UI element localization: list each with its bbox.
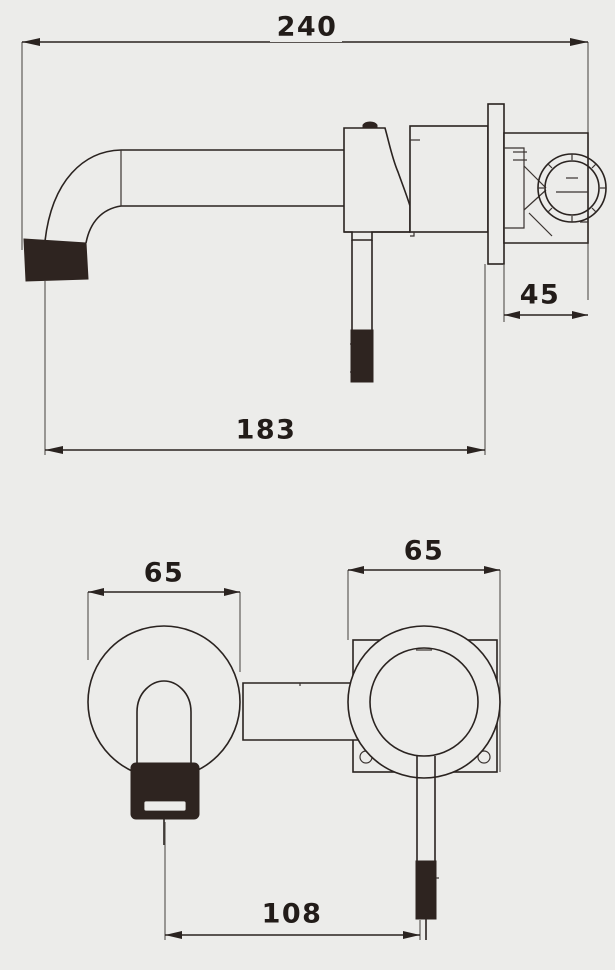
dimension-spout-escutcheon: 65 [87,558,241,672]
arrow-right [484,566,500,574]
dimension-overall-length: 240 [21,12,589,300]
arrow-left [22,38,40,46]
handle-hub-skirt [344,231,410,241]
spout-tube [44,149,344,244]
cartridge-nut-inner [544,160,600,216]
rough-in-diagonal-lower [523,189,547,211]
handle-grip [350,329,374,383]
handle-lever [350,240,374,383]
dimension-value-65-left: 65 [144,558,185,589]
flange-plate-body [487,103,505,265]
dimension-value-108: 108 [262,899,323,930]
spout-front-tube-body [136,680,192,776]
dim-text-bg [134,558,194,588]
handle-hub-cap [362,121,378,129]
arrow-right [570,38,588,46]
dimension-value-183: 183 [236,415,297,446]
dim-text-bg [252,899,332,929]
handle-front-stem [415,756,439,940]
rough-in-boss [580,221,589,243]
dimension-wall-to-aerator: 183 [44,264,486,455]
view-side-elevation: 240 [21,12,607,455]
cartridge-nut-knurling [538,154,606,222]
valve-escutcheon-inner [369,647,479,757]
valve-escutcheon [347,625,501,779]
arrow-left [348,566,364,574]
arrow-left [504,311,520,319]
rough-in-shoulder [504,147,525,229]
aerator-body [23,238,89,282]
escutcheon-plate [487,103,505,265]
spout-outer-bend [44,149,122,242]
spout-front-tube [136,680,192,776]
dim-text-bg [228,415,304,445]
aerator [23,238,89,282]
dimension-value-65-right: 65 [404,536,445,567]
arrow-left [45,446,63,454]
rough-in-body [503,132,607,244]
dimension-valve-escutcheon: 65 [347,536,501,772]
dimension-centre-to-centre: 108 [164,822,421,940]
aerator-slot [143,800,187,812]
rough-in-diagonal-bottom [528,212,553,237]
view-front-elevation: 65 65 [87,536,501,940]
arrow-left [88,588,104,596]
mounting-hole-right [477,750,491,764]
dimension-value-240: 240 [277,12,338,43]
arrow-left [165,931,182,939]
arrow-right [467,446,485,454]
arrow-right [572,311,588,319]
arrow-right [224,588,240,596]
dim-text-bg [394,536,454,566]
rough-in-diagonal-upper [523,165,547,189]
valve-barrel-body [409,125,489,233]
valve-barrel [409,125,489,237]
dim-text-bg [512,280,568,310]
dimension-rough-in-depth: 45 [503,264,588,322]
handle-hub [343,121,411,241]
valve-barrel-notch-bottom [410,231,415,237]
arrow-right [403,931,420,939]
spout-inner-bend [85,205,122,244]
dimension-value-45: 45 [520,280,561,311]
dim-text-bg [270,12,342,42]
handle-front-grip [415,860,437,920]
handle-hub-body [343,127,411,233]
spout-front-aerator [130,762,200,845]
